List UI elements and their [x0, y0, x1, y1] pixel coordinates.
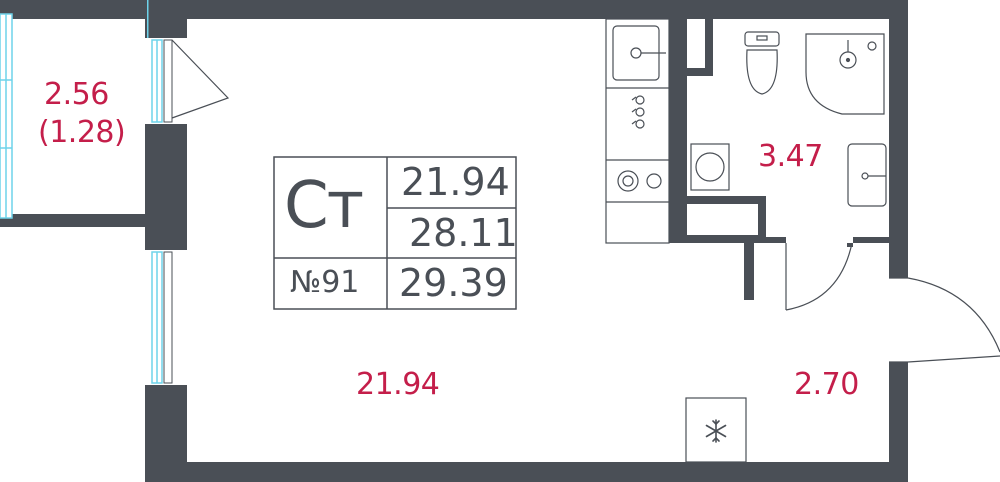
room-window	[150, 250, 186, 385]
wall-left-middle	[145, 124, 187, 250]
living-area-value: 21.94	[401, 160, 510, 204]
bathroom-door	[785, 237, 853, 311]
balcony-area-reduced: (1.28)	[38, 115, 126, 150]
main-room-area: 21.94	[356, 367, 440, 402]
wall-bath-bottom-a	[669, 196, 766, 204]
wall-bath-bottom-b	[669, 235, 766, 243]
wall-bath-bottom-e	[853, 237, 889, 243]
washing-machine-icon	[690, 143, 730, 191]
wall-left-bottom	[145, 385, 187, 482]
kitchen-counter	[605, 18, 670, 244]
bathroom-area: 3.47	[758, 139, 823, 174]
entrance-door-gap	[889, 278, 908, 362]
entrance-door	[889, 277, 1000, 363]
stove-icon	[617, 170, 662, 192]
wall-right-upper	[889, 0, 908, 278]
total-area-value: 28.11	[409, 211, 518, 255]
entrance-door-leaf	[907, 355, 1000, 363]
info-table	[273, 156, 517, 310]
wall-balcony-bottom	[0, 214, 187, 227]
wall-right-lower	[889, 362, 908, 482]
shower-icon	[805, 33, 885, 115]
bathroom-door-swing	[785, 242, 853, 311]
bathroom-door-stop	[847, 243, 853, 247]
apartment-number: №91	[290, 265, 360, 300]
wall-left-top	[145, 0, 187, 38]
balcony-area: 2.56	[44, 77, 109, 112]
bathroom-door-gap	[786, 237, 853, 243]
wall-bath-bottom-d	[766, 237, 786, 243]
kitchen	[605, 18, 670, 244]
wall-top	[0, 0, 908, 19]
wall-bath-door-post	[744, 235, 754, 300]
wall-bath-left	[669, 19, 687, 243]
wall-bath-notch-v	[705, 19, 713, 76]
wall-bottom	[145, 462, 908, 482]
balcony-door	[150, 38, 230, 124]
ac-unit	[685, 397, 747, 463]
tap-handles-icon	[631, 95, 645, 129]
hallway-area: 2.70	[794, 367, 859, 402]
total-with-balcony-value: 29.39	[399, 261, 508, 305]
room-window-sill	[163, 251, 173, 384]
hatch-a	[147, 0, 149, 38]
wall-bath-notch	[687, 68, 713, 76]
balcony-door-leaf	[163, 39, 173, 123]
bathroom-fixtures	[690, 31, 887, 207]
balcony-glazing	[0, 13, 13, 219]
sink-icon	[612, 25, 666, 81]
apartment-type: Ст	[284, 169, 364, 243]
entrance-door-swing	[907, 277, 1000, 353]
snowflake-icon	[705, 419, 727, 443]
wall-bath-bottom-c	[758, 196, 766, 243]
info-table-frame	[273, 156, 517, 310]
walls	[0, 0, 908, 482]
balcony-door-swing	[171, 39, 230, 119]
toilet-icon	[744, 31, 780, 95]
bathroom-sink-icon	[847, 143, 887, 207]
